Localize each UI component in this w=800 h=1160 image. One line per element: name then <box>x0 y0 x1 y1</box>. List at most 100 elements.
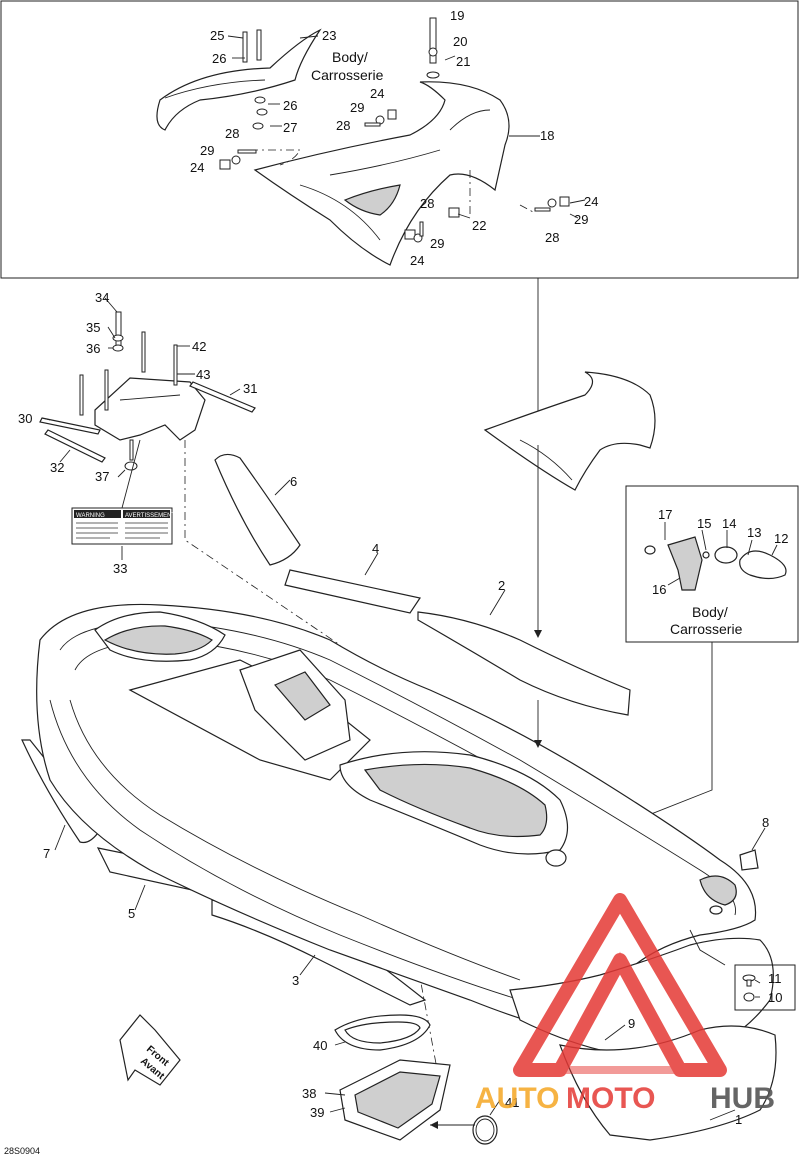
arrow-41-head <box>430 1121 438 1129</box>
warning-label-en: WARNING <box>76 513 105 519</box>
callout-24a: 24 <box>190 160 204 175</box>
callout-19: 19 <box>450 8 464 23</box>
callout-28c: 28 <box>420 196 434 211</box>
callout-13: 13 <box>747 525 761 540</box>
part-38-recess <box>354 1071 441 1129</box>
pedestal-recess <box>274 671 331 721</box>
decal-8 <box>739 849 759 871</box>
callout-29d: 29 <box>574 212 588 227</box>
dashed-seat <box>184 440 361 676</box>
arrow-head-upper <box>534 630 542 638</box>
mat-6 <box>214 453 301 566</box>
callout-28d: 28 <box>545 230 559 245</box>
callout-27: 27 <box>283 120 297 135</box>
fasteners-left <box>79 311 178 471</box>
callout-2: 2 <box>498 578 505 593</box>
callout-31: 31 <box>243 381 257 396</box>
hook-assembly <box>644 536 787 591</box>
warning-label-fr: AVERTISSEMENT <box>125 513 175 519</box>
top-inset-frame <box>0 0 799 279</box>
cowl-line-2 <box>329 149 441 176</box>
part-32-strip <box>44 429 106 463</box>
callout-21: 21 <box>456 54 470 69</box>
front-arrow <box>119 1014 181 1086</box>
callout-24b: 24 <box>370 86 384 101</box>
callout-28b: 28 <box>336 118 350 133</box>
callout-12: 12 <box>774 531 788 546</box>
arrow-head-main <box>534 740 542 748</box>
callout-32: 32 <box>50 460 64 475</box>
cowl-preview <box>483 371 656 491</box>
callout-3: 3 <box>292 973 299 988</box>
callout-1: 1 <box>735 1112 742 1127</box>
callout-28a: 28 <box>225 126 239 141</box>
watermark-text-a: AUTO <box>475 1082 559 1115</box>
leaders-main <box>54 479 766 1121</box>
callout-11: 11 <box>768 971 782 986</box>
body-top-label-fr: Carrosserie <box>311 67 384 83</box>
front-storage-recess <box>103 625 213 655</box>
callout-7: 7 <box>43 846 50 861</box>
callout-29a: 29 <box>200 143 214 158</box>
cowl-line-1 <box>299 184 381 241</box>
callout-17: 17 <box>658 507 672 522</box>
warning-label-33 <box>71 507 173 545</box>
seat-base-line <box>119 394 181 401</box>
part-18-rear-cowl <box>253 81 510 266</box>
callout-36: 36 <box>86 341 100 356</box>
body-right-label-fr: Carrosserie <box>670 621 743 637</box>
watermark-logo <box>513 893 727 1077</box>
dashed-top-3 <box>519 204 536 214</box>
callout-16: 16 <box>652 582 666 597</box>
callout-4: 4 <box>372 541 379 556</box>
callout-29c: 29 <box>430 236 444 251</box>
drawing-code: 28S0904 <box>4 1146 40 1156</box>
callout-18: 18 <box>540 128 554 143</box>
callout-26b: 26 <box>283 98 297 113</box>
leaders-top <box>227 35 586 219</box>
callout-24d: 24 <box>584 194 598 209</box>
cushion-line <box>164 79 266 99</box>
callout-30: 30 <box>18 411 32 426</box>
cowl-recess <box>343 184 401 216</box>
hull-inner-4 <box>69 699 521 981</box>
callout-38: 38 <box>302 1086 316 1101</box>
watermark-text-b: MOTO <box>566 1082 655 1115</box>
callout-37: 37 <box>95 469 109 484</box>
callout-25: 25 <box>210 28 224 43</box>
callout-35: 35 <box>86 320 100 335</box>
part-41-ring <box>472 1115 498 1145</box>
part-41-ring-inner <box>475 1118 495 1142</box>
callout-41: 41 <box>505 1095 519 1110</box>
callout-5: 5 <box>128 906 135 921</box>
rear-tow-eye <box>699 875 737 906</box>
callout-34: 34 <box>95 290 109 305</box>
leaders-right <box>664 522 778 586</box>
part-30-strip <box>39 417 101 435</box>
rear-cleat-left <box>709 905 723 915</box>
callout-29b: 29 <box>350 100 364 115</box>
callout-43: 43 <box>196 367 210 382</box>
callout-42: 42 <box>192 339 206 354</box>
dashed-top-1 <box>250 149 301 166</box>
callout-10: 10 <box>768 990 782 1005</box>
callout-23: 23 <box>322 28 336 43</box>
callout-8: 8 <box>762 815 769 830</box>
callout-40: 40 <box>313 1038 327 1053</box>
body-right-label: Body/ <box>692 604 728 620</box>
part-40-inner <box>344 1021 421 1044</box>
body-top-label: Body/ <box>332 49 368 65</box>
seat-base-bracket <box>94 377 206 441</box>
callout-22: 22 <box>472 218 486 233</box>
callout-26a: 26 <box>212 51 226 66</box>
leaders-left <box>41 297 241 560</box>
callout-20: 20 <box>453 34 467 49</box>
fastener-10-11 <box>742 974 756 1002</box>
cowl-preview-line <box>519 439 573 481</box>
callout-24c: 24 <box>410 253 424 268</box>
mat-4 <box>284 569 421 614</box>
callout-33: 33 <box>113 561 127 576</box>
callout-39: 39 <box>310 1105 324 1120</box>
fasteners-top <box>219 17 570 243</box>
